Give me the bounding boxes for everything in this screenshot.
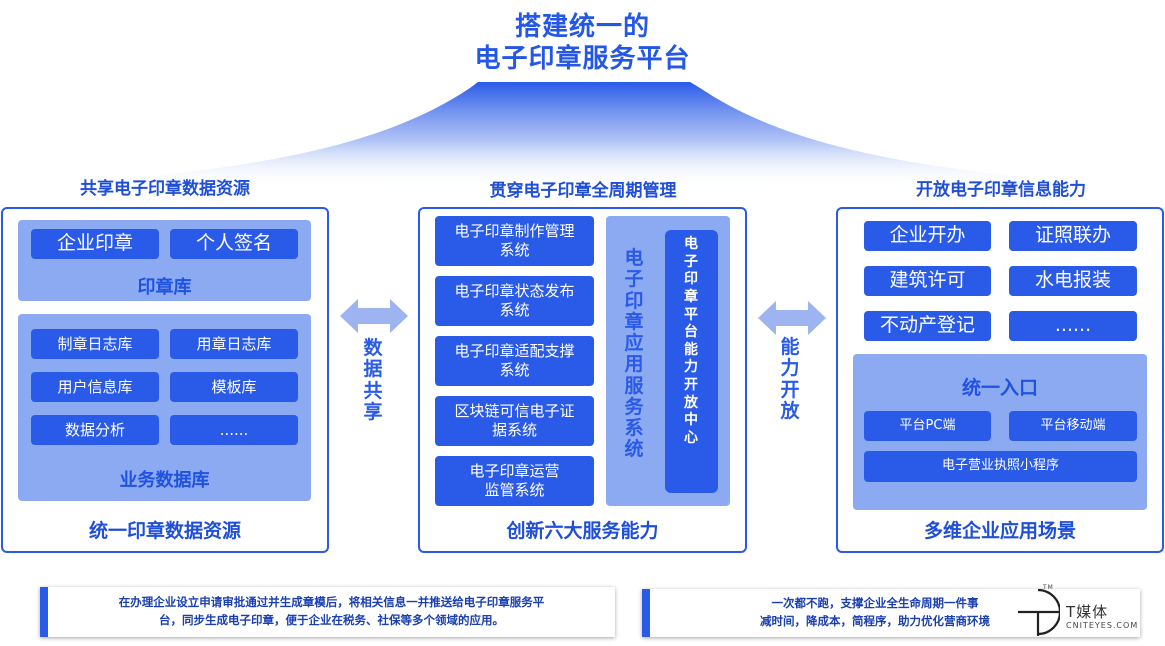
service-license-joint: 证照联办 bbox=[1009, 221, 1137, 251]
entry-pc: 平台PC端 bbox=[864, 411, 991, 441]
entry-mini-program: 电子营业执照小程序 bbox=[864, 451, 1137, 482]
seal-item-personal: 个人签名 bbox=[170, 229, 298, 259]
db-item-analysis: 数据分析 bbox=[31, 415, 159, 445]
entry-mobile: 平台移动端 bbox=[1009, 411, 1137, 441]
business-db-label: 业务数据库 bbox=[119, 470, 210, 491]
system-adapt-support: 电子印章适配支撑系统 bbox=[435, 336, 594, 386]
db-item-user-info: 用户信息库 bbox=[31, 372, 159, 402]
logo-tm: TM bbox=[1043, 584, 1054, 591]
right-footer: 多维企业应用场景 bbox=[923, 520, 1076, 542]
logo-domain: CNITEYES.COM bbox=[1066, 621, 1139, 630]
service-more: ...... bbox=[1009, 311, 1137, 341]
service-enterprise-open: 企业开办 bbox=[864, 221, 991, 251]
service-utility-install: 水电报装 bbox=[1009, 266, 1137, 296]
center-footer: 创新六大服务能力 bbox=[506, 520, 659, 542]
right-heading: 开放电子印章信息能力 bbox=[916, 180, 1086, 200]
capability-open-label: 能力开放 bbox=[780, 336, 800, 422]
right-double-arrow-icon bbox=[758, 301, 826, 335]
seal-item-enterprise: 企业印章 bbox=[31, 229, 159, 259]
db-item-more: ...... bbox=[170, 415, 298, 445]
db-item-template: 模板库 bbox=[170, 372, 298, 402]
system-status-publish: 电子印章状态发布系统 bbox=[435, 276, 594, 326]
unified-entry-label: 统一入口 bbox=[961, 377, 1038, 399]
app-service-label: 电子印章应用服务系统 bbox=[624, 247, 644, 461]
open-center-pill bbox=[665, 230, 718, 493]
mountain-shape bbox=[0, 82, 1165, 188]
data-sharing-label: 数据共享 bbox=[363, 337, 383, 423]
system-operation-supervision: 电子印章运营监管系统 bbox=[435, 456, 594, 506]
left-double-arrow-icon bbox=[340, 299, 408, 333]
open-center-label: 电子印章平台能力开放中心 bbox=[684, 236, 698, 446]
left-note: 在办理企业设立申请审批通过并生成章模后，将相关信息一并推送给电子印章服务平台，同… bbox=[40, 587, 615, 637]
title-line-1: 搭建统一的 bbox=[514, 12, 650, 42]
db-item-use-log: 用章日志库 bbox=[170, 329, 298, 359]
cniteyes-logo-icon bbox=[1018, 588, 1060, 636]
seal-library-label: 印章库 bbox=[137, 277, 192, 298]
logo-name: T媒体 bbox=[1066, 603, 1109, 621]
system-blockchain: 区块链可信电子证据系统 bbox=[435, 396, 594, 446]
service-building-permit: 建筑许可 bbox=[864, 266, 991, 296]
left-footer: 统一印章数据资源 bbox=[88, 520, 241, 542]
service-property-register: 不动产登记 bbox=[864, 311, 991, 341]
system-make-mgmt: 电子印章制作管理系统 bbox=[435, 216, 594, 266]
center-heading: 贯穿电子印章全周期管理 bbox=[489, 181, 677, 201]
db-item-make-log: 制章日志库 bbox=[31, 329, 159, 359]
left-heading: 共享电子印章数据资源 bbox=[80, 179, 250, 199]
title-line-2: 电子印章服务平台 bbox=[474, 44, 691, 74]
